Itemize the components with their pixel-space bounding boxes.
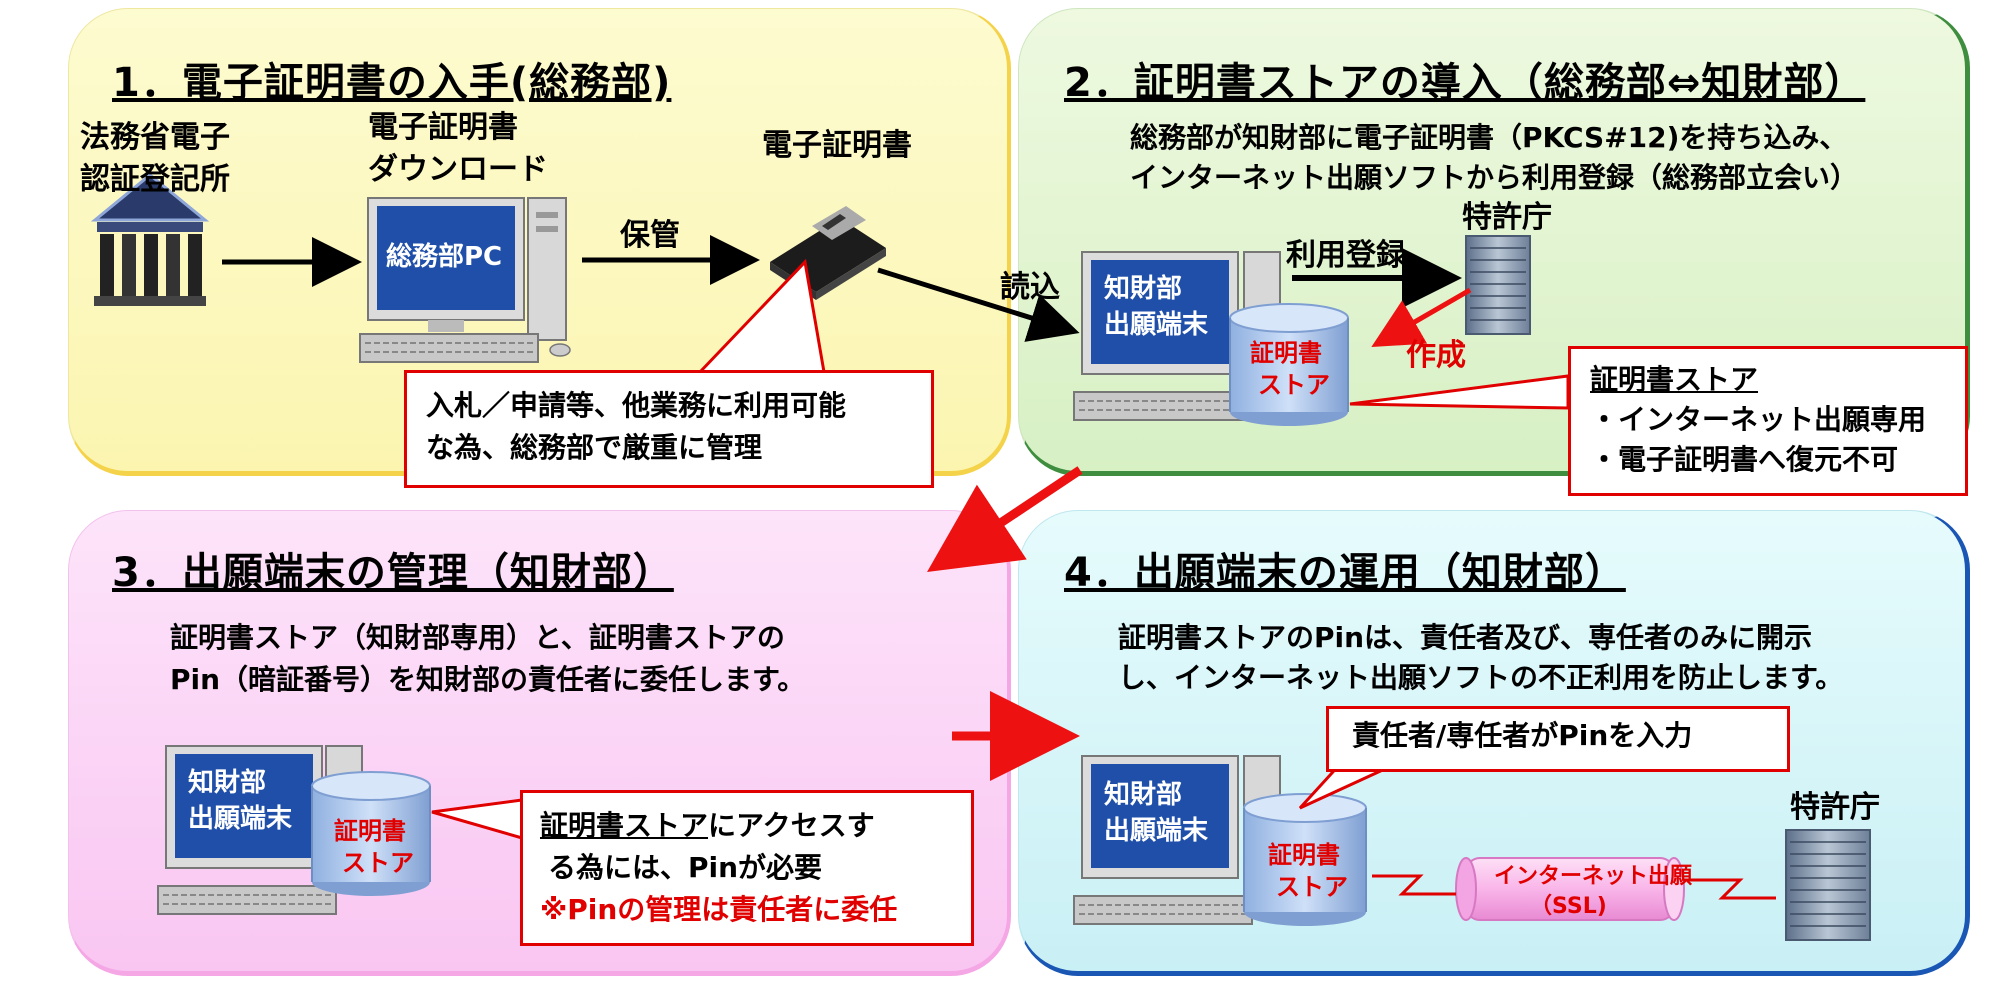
panel2-callout-item1: ・インターネット出願専用: [1590, 403, 1927, 436]
ssl-label-line1: インターネット出願: [1494, 864, 1693, 889]
keep-label: 保管: [620, 218, 680, 253]
panel2-desc-line1: 総務部が知財部に電子証明書（PKCS#12)を持ち込み、: [1130, 121, 1848, 154]
panel3-title: 3．出願端末の管理（知財部）: [112, 550, 674, 596]
panel3-callout-line2: る為には、Pinが必要: [548, 851, 823, 884]
panel2-callout-item2: ・電子証明書へ復元不可: [1590, 443, 1899, 476]
panel3-terminal-line2: 出願端末: [188, 804, 293, 834]
cert-store-cylinder-panel4: [1243, 793, 1367, 926]
arrow-read: [877, 267, 1080, 342]
panel3-store-line1: 証明書: [334, 817, 406, 845]
panel2-terminal-line1: 知財部: [1104, 274, 1183, 304]
panel1-callout-line1: 入札／申請等、他業務に利用可能: [426, 389, 847, 422]
panel2-callout: [1568, 346, 1968, 496]
panel3-callout-line1: 証明書ストアにアクセスす: [540, 806, 875, 846]
arrow-create: [1371, 287, 1472, 348]
panel4-store-line2: ストア: [1276, 873, 1348, 901]
panel1-callout-line2: な為、総務部で厳重に管理: [426, 431, 763, 464]
ministry-label-line1: 法務省電子: [80, 120, 230, 155]
panel2-title: 2．証明書ストアの導入（総務部⇔知財部）: [1064, 60, 1866, 106]
ssl-link-right: [1684, 878, 1776, 900]
panel3-terminal-line1: 知財部: [188, 768, 267, 798]
panel4-desc-line1: 証明書ストアのPinは、責任者及び、専任者のみに開示: [1118, 621, 1813, 654]
panel4-store-line1: 証明書: [1268, 841, 1340, 869]
panel1-callout-pointer: [696, 258, 826, 374]
panel2-store-line2: ストア: [1258, 371, 1330, 399]
ip-terminal-icon-panel4: [1073, 755, 1281, 925]
panel2-jpo-label: 特許庁: [1462, 200, 1552, 235]
panel1-callout: [404, 370, 934, 488]
download-label-line1: 電子証明書: [368, 110, 518, 145]
create-label: 作成: [1406, 338, 1466, 373]
ssl-label-line2: （SSL): [1530, 894, 1607, 919]
panel2-terminal-line2: 出願端末: [1104, 310, 1209, 340]
panel4-jpo-label: 特許庁: [1790, 790, 1880, 825]
ssl-link-left: [1372, 874, 1456, 896]
admin-pc-label: 総務部PC: [386, 242, 503, 272]
cert-label: 電子証明書: [762, 128, 912, 163]
panel3-callout-line1-rest: にアクセスす: [708, 809, 875, 842]
jpo-building-icon-panel4: [1785, 829, 1871, 941]
ministry-label-line2: 認証登記所: [80, 162, 230, 197]
panel4-desc-line2: し、インターネット出願ソフトの不正利用を防止します。: [1118, 661, 1844, 694]
panel4-title: 4．出願端末の運用（知財部）: [1064, 550, 1626, 596]
cert-store-cylinder-panel3: [311, 771, 431, 896]
panel3-callout-underlined: 証明書ストア: [540, 809, 709, 842]
panel3-callout-line3: ※Pinの管理は責任者に委任: [540, 893, 898, 926]
cert-store-cylinder-panel2: [1229, 303, 1349, 426]
download-label-line2: ダウンロード: [368, 152, 548, 187]
flow-arrow-2-to-3: [927, 466, 1083, 572]
panel4-callout: [1326, 706, 1790, 772]
panel4-terminal-line1: 知財部: [1104, 780, 1183, 810]
admin-pc-icon: [359, 197, 571, 363]
panel2-callout-pointer: [1349, 374, 1570, 410]
read-label: 読込: [1000, 270, 1060, 305]
panel1-title: 1．電子証明書の入手(総務部): [112, 60, 672, 106]
ministry-building-icon: [90, 173, 210, 306]
panel2-desc-line2: インターネット出願ソフトから利用登録（総務部立会い）: [1130, 161, 1859, 194]
jpo-building-icon-panel2: [1465, 235, 1531, 335]
panel3-store-line2: ストア: [342, 849, 414, 877]
panel4-callout-text: 責任者/専任者がPinを入力: [1352, 719, 1693, 752]
panel4-terminal-line2: 出願端末: [1104, 816, 1209, 846]
register-label: 利用登録: [1286, 238, 1406, 273]
ssl-pipe-icon: [1455, 857, 1685, 921]
panel3-desc-line1: 証明書ストア（知財部専用）と、証明書ストアの: [170, 621, 785, 654]
panel2-callout-title: 証明書ストア: [1590, 363, 1759, 396]
panel3-callout-pointer: [431, 798, 524, 840]
panel3-desc-line2: Pin（暗証番号）を知財部の責任者に委任します。: [170, 663, 806, 696]
panel2-store-line1: 証明書: [1250, 339, 1322, 367]
panel3-callout: [520, 790, 974, 946]
